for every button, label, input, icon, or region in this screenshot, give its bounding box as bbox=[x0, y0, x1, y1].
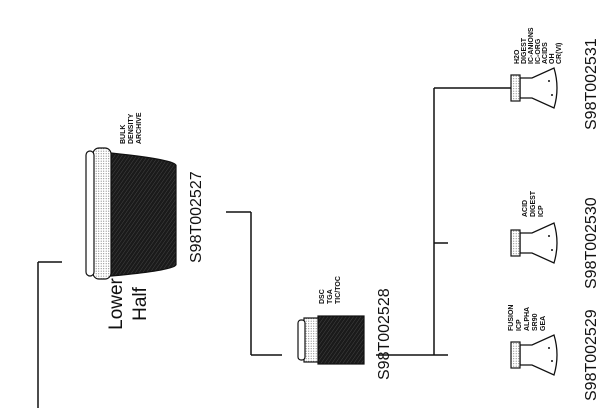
beaker-1-test-2: ALPHA bbox=[524, 307, 531, 331]
beaker-3-tests: H2O DIGEST IC-ANIONS IC-ORG ACIDS OH CR(… bbox=[514, 27, 563, 64]
beaker-3-test-0: H2O bbox=[514, 49, 521, 64]
beaker-1-test-0: FUSION bbox=[508, 305, 515, 331]
flask-icon-2 bbox=[511, 223, 557, 263]
beaker-2-sample-id: S98T002530 bbox=[583, 197, 600, 289]
half-label-line-1: Lower bbox=[106, 277, 127, 329]
jar-test-0: BULK bbox=[120, 125, 127, 144]
beaker-3-sample-id: S98T002531 bbox=[583, 38, 600, 130]
beaker-1-test-4: GEA bbox=[540, 316, 547, 331]
beaker-3-test-3: IC-ORG bbox=[535, 38, 542, 64]
flask-icon-1 bbox=[511, 335, 557, 375]
beaker-3-test-2: IC-ANIONS bbox=[528, 27, 535, 64]
beaker-2-tests: ACID DIGEST ICP bbox=[522, 190, 545, 217]
beaker-2-test-0: ACID bbox=[522, 200, 529, 217]
beaker-3-test-1: DIGEST bbox=[521, 37, 528, 64]
vial-tests: DSC TGA TIC/TOC bbox=[319, 276, 342, 304]
vial-test-1: TGA bbox=[327, 289, 334, 304]
jar-test-1: DENSITY bbox=[128, 113, 135, 144]
beaker-2-test-1: DIGEST bbox=[530, 190, 537, 217]
vial-test-2: TIC/TOC bbox=[335, 276, 342, 304]
beaker-1-test-1: ICP bbox=[516, 319, 523, 331]
flask-icon-3 bbox=[511, 68, 557, 108]
half-label-line-2: Half bbox=[130, 286, 151, 321]
half-label: Lower Half bbox=[106, 277, 151, 329]
beaker-3-test-6: CR(VI) bbox=[556, 43, 563, 64]
jar-icon bbox=[86, 148, 176, 279]
jar-tests: BULK DENSITY ARCHIVE bbox=[120, 112, 143, 144]
vial-sample-id: S98T002528 bbox=[376, 288, 393, 380]
beaker-2-test-2: ICP bbox=[538, 205, 545, 217]
beaker-1-sample-id: S98T002529 bbox=[583, 309, 600, 401]
vial-icon bbox=[298, 316, 364, 364]
vial-test-0: DSC bbox=[319, 289, 326, 304]
beaker-1-tests: FUSION ICP ALPHA SR90 GEA bbox=[508, 305, 547, 331]
jar-test-2: ARCHIVE bbox=[136, 112, 143, 144]
beaker-3-test-4: ACIDS bbox=[542, 42, 549, 64]
jar-sample-id: S98T002527 bbox=[188, 171, 205, 263]
beaker-3-test-5: OH bbox=[549, 54, 556, 65]
beaker-1-test-3: SR90 bbox=[532, 313, 539, 331]
